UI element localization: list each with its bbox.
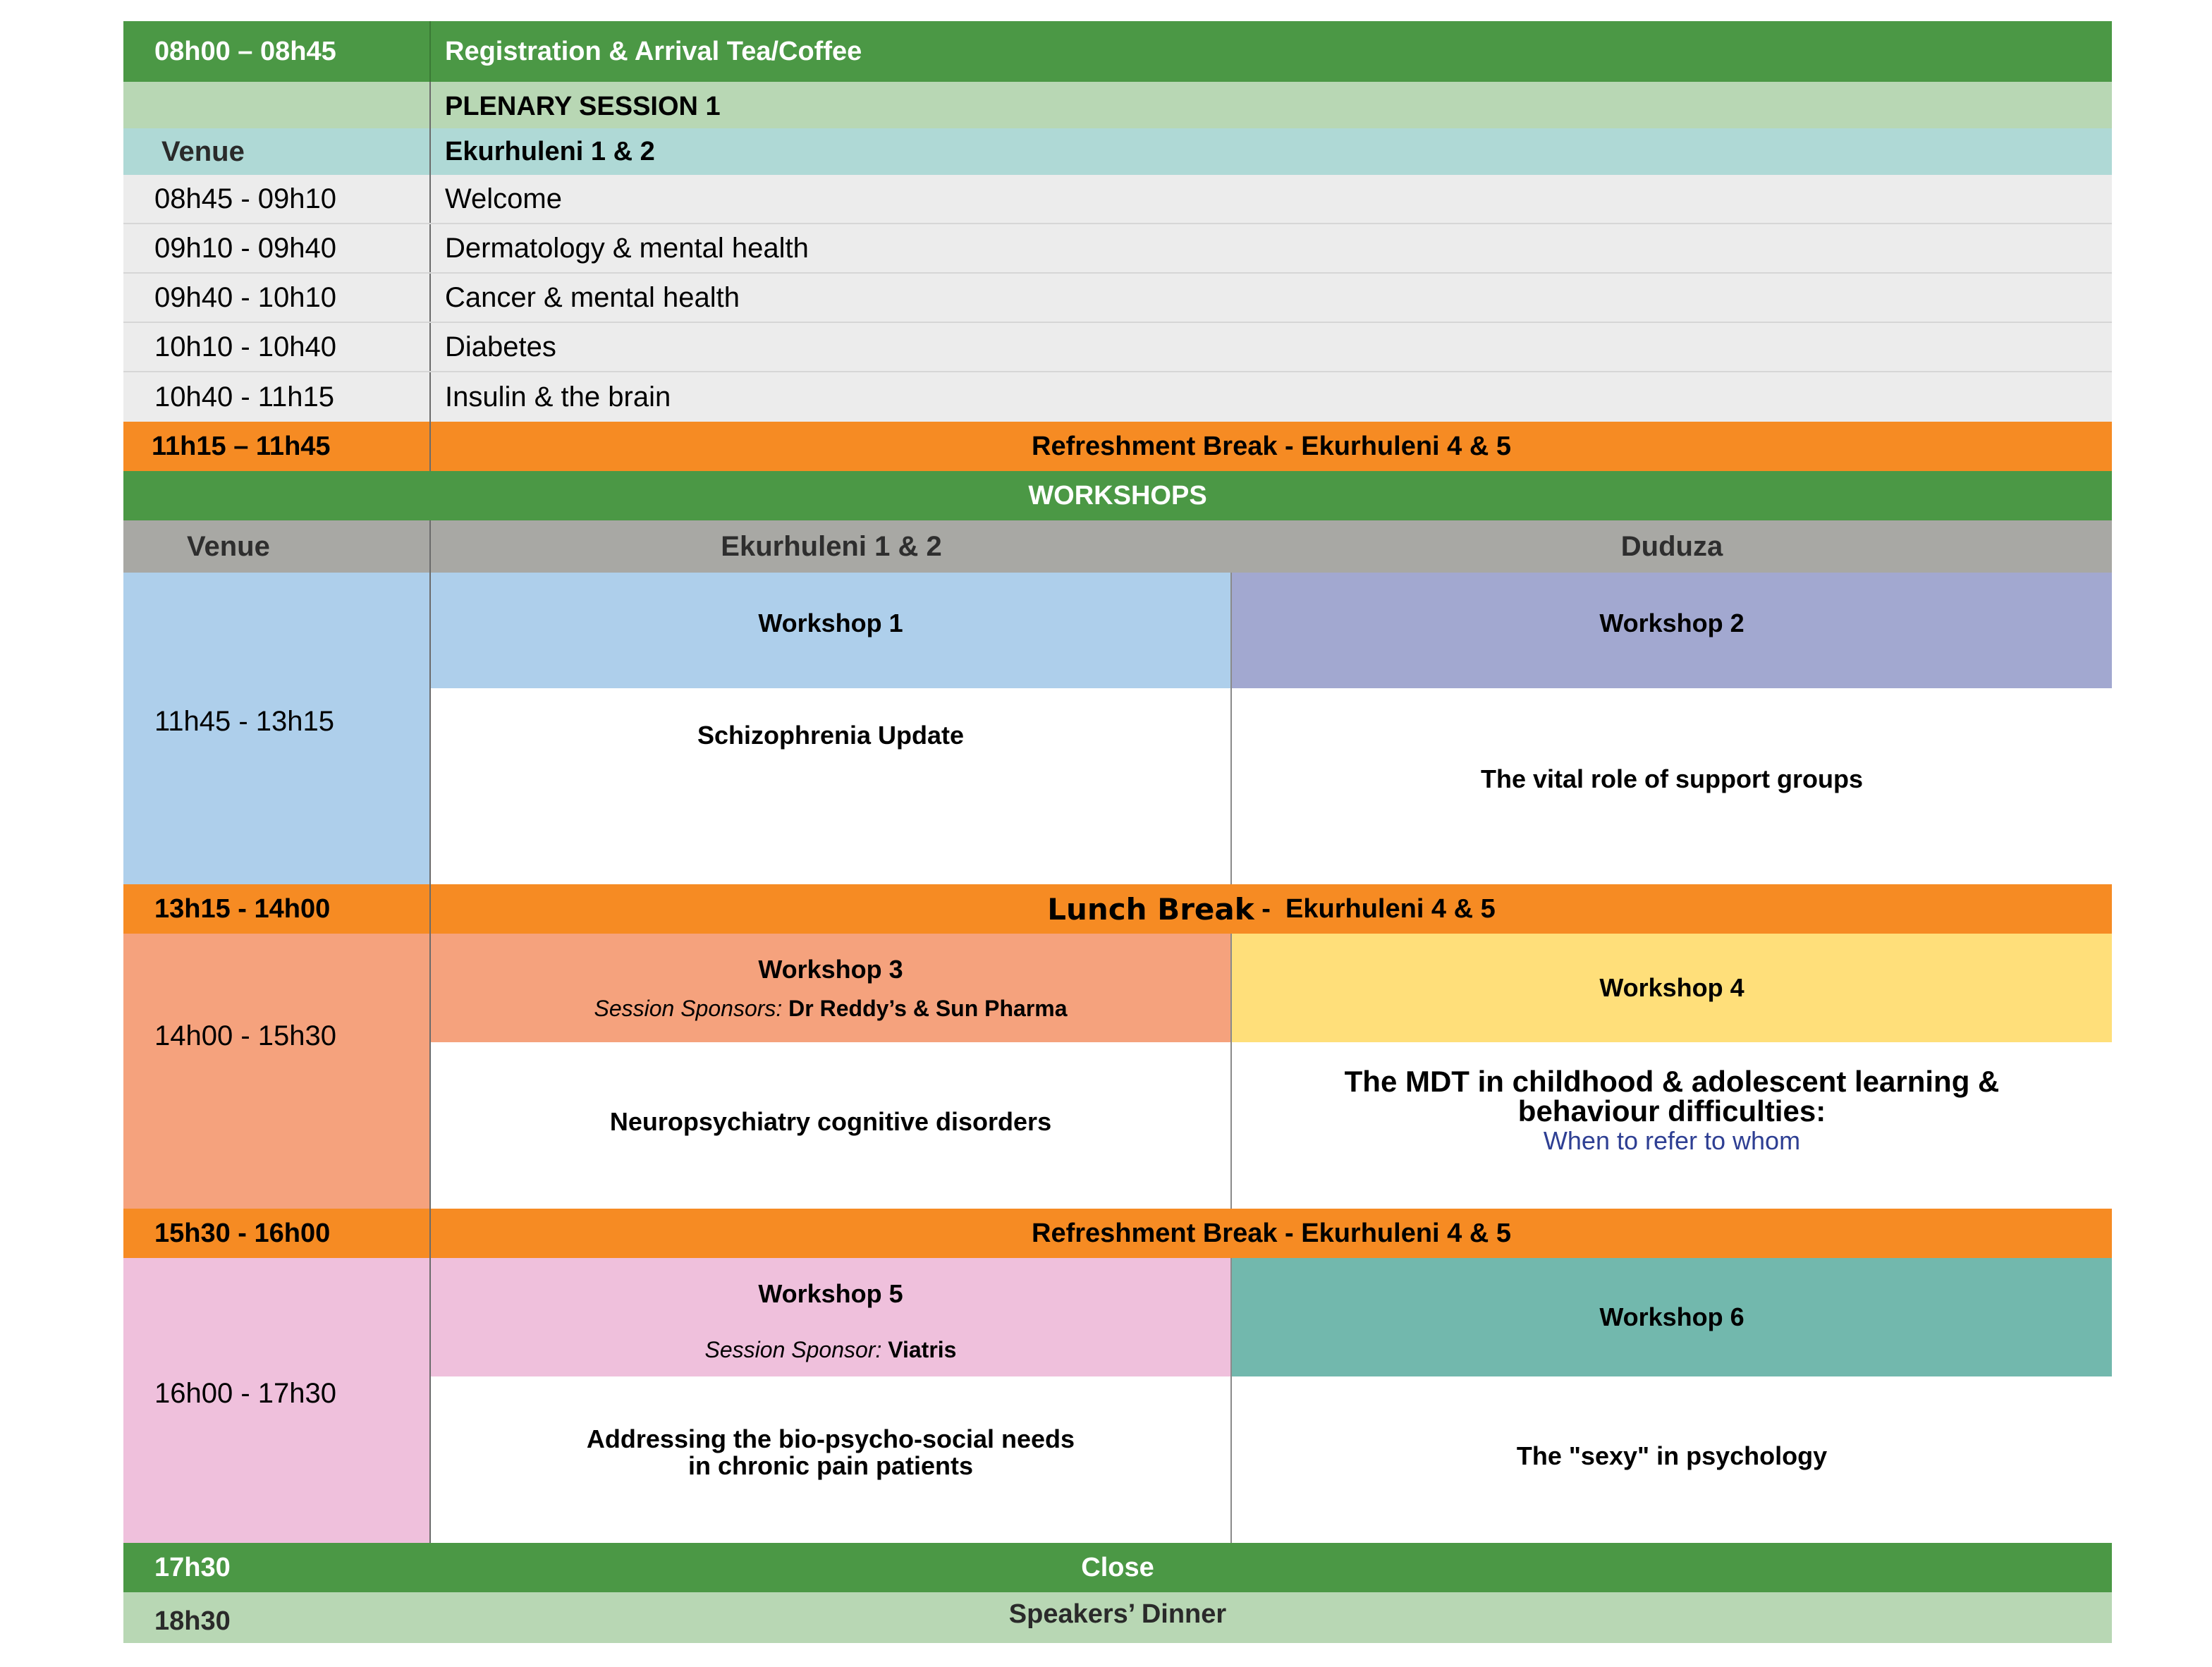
- programme-table: 08h00 – 08h45 Registration & Arrival Tea…: [123, 21, 2112, 1643]
- lunch-label-cell: Lunch Break - Ekurhuleni 4 & 5: [431, 884, 2112, 934]
- close-time: 17h30: [154, 1552, 231, 1582]
- workshop-6-column: Workshop 6 The "sexy" in psychology: [1232, 1258, 2112, 1543]
- break-label: Refreshment Break - Ekurhuleni 4 & 5: [1032, 1218, 1511, 1248]
- plenary-venue-label: Venue: [123, 128, 431, 175]
- lunch-label: Lunch Break: [1047, 891, 1254, 927]
- dinner-time: 18h30: [154, 1606, 231, 1636]
- dinner-row: 18h30 Speakers’ Dinner: [123, 1592, 2112, 1643]
- workshop-3-sponsor: Session Sponsors: Dr Reddy’s & Sun Pharm…: [594, 996, 1067, 1022]
- workshop-4-title-line2: behaviour difficulties:: [1517, 1094, 1826, 1128]
- workshop-2-column: Workshop 2 The vital role of support gro…: [1232, 573, 2112, 884]
- close-row: 17h30 Close: [123, 1543, 2112, 1592]
- plenary-item: 10h40 - 11h15 Insulin & the brain: [123, 372, 2112, 422]
- workshop-3-name: Workshop 3: [758, 954, 903, 984]
- workshop-5-name: Workshop 5: [758, 1278, 903, 1308]
- workshop-block-1: 11h45 - 13h15 Workshop 1 Schizophrenia U…: [123, 573, 2112, 884]
- plenary-item: 10h10 - 10h40 Diabetes: [123, 323, 2112, 372]
- plenary-item-time: 08h45 - 09h10: [123, 175, 431, 223]
- sponsor-name: Viatris: [888, 1336, 957, 1362]
- plenary-item: 08h45 - 09h10 Welcome: [123, 175, 2112, 224]
- workshop-3-header: Workshop 3 Session Sponsors: Dr Reddy’s …: [431, 934, 1230, 1042]
- plenary-item-title: Cancer & mental health: [445, 281, 740, 313]
- plenary-item-title: Insulin & the brain: [445, 381, 671, 413]
- plenary-item: 09h10 - 09h40 Dermatology & mental healt…: [123, 224, 2112, 274]
- workshop-1-header: Workshop 1: [431, 573, 1230, 688]
- registration-time: 08h00 – 08h45: [123, 21, 431, 82]
- plenary-item-time: 10h40 - 11h15: [123, 372, 431, 422]
- workshops-header-row: WORKSHOPS: [123, 471, 2112, 520]
- block2-time: 14h00 - 15h30: [123, 934, 431, 1209]
- workshop-4-title-line1: The MDT in childhood & adolescent learni…: [1344, 1065, 2000, 1098]
- sponsor-label: Session Sponsors:: [594, 995, 783, 1021]
- lunch-time: 13h15 - 14h00: [123, 884, 431, 934]
- workshop-5-sponsor: Session Sponsor: Viatris: [705, 1337, 957, 1363]
- plenary-item-time: 09h40 - 10h10: [123, 274, 431, 322]
- workshops-title: WORKSHOPS: [1028, 480, 1207, 511]
- workshop-5-column: Workshop 5 Session Sponsor: Viatris Addr…: [431, 1258, 1232, 1543]
- refreshment-break-row: 11h15 – 11h45 Refreshment Break - Ekurhu…: [123, 422, 2112, 471]
- workshop-4-header: Workshop 4: [1232, 934, 2112, 1042]
- workshop-6-header: Workshop 6: [1232, 1258, 2112, 1376]
- workshop-venue-label: Venue: [123, 520, 431, 573]
- plenary-item-title: Dermatology & mental health: [445, 232, 809, 264]
- workshop-5-title-line2: in chronic pain patients: [688, 1451, 974, 1480]
- block1-time: 11h45 - 13h15: [123, 573, 431, 884]
- workshop-venue-row: Venue Ekurhuleni 1 & 2 Duduza: [123, 520, 2112, 573]
- plenary-item-title: Welcome: [445, 183, 562, 214]
- workshop-3-title: Neuropsychiatry cognitive disorders: [431, 1042, 1230, 1209]
- lunch-break-row: 13h15 - 14h00 Lunch Break - Ekurhuleni 4…: [123, 884, 2112, 934]
- plenary-item-title: Diabetes: [445, 331, 556, 362]
- workshop-block-3: 16h00 - 17h30 Workshop 5 Session Sponsor…: [123, 1258, 2112, 1543]
- plenary-venue: Ekurhuleni 1 & 2: [445, 136, 655, 166]
- plenary-header-time-cell: [123, 82, 431, 128]
- workshop-1-title: Schizophrenia Update: [431, 688, 1230, 884]
- workshop-block-2: 14h00 - 15h30 Workshop 3 Session Sponsor…: [123, 934, 2112, 1209]
- sponsor-name: Dr Reddy’s & Sun Pharma: [788, 995, 1068, 1021]
- registration-row: 08h00 – 08h45 Registration & Arrival Tea…: [123, 21, 2112, 82]
- workshop-4-column: Workshop 4 The MDT in childhood & adoles…: [1232, 934, 2112, 1209]
- workshop-2-title: The vital role of support groups: [1232, 688, 2112, 884]
- venue-ekurhuleni: Ekurhuleni 1 & 2: [721, 530, 942, 562]
- sponsor-label: Session Sponsor:: [704, 1336, 882, 1362]
- refreshment-break-row: 15h30 - 16h00 Refreshment Break - Ekurhu…: [123, 1209, 2112, 1258]
- workshop-4-body: The MDT in childhood & adolescent learni…: [1232, 1042, 2112, 1209]
- workshop-3-column: Workshop 3 Session Sponsors: Dr Reddy’s …: [431, 934, 1232, 1209]
- break-label: Refreshment Break - Ekurhuleni 4 & 5: [1032, 431, 1511, 461]
- lunch-venue: - Ekurhuleni 4 & 5: [1254, 893, 1496, 924]
- plenary-item: 09h40 - 10h10 Cancer & mental health: [123, 274, 2112, 323]
- venue-duduza: Duduza: [1620, 530, 1723, 562]
- plenary-header-row: PLENARY SESSION 1: [123, 82, 2112, 128]
- workshop-1-column: Workshop 1 Schizophrenia Update: [431, 573, 1232, 884]
- plenary-title: PLENARY SESSION 1: [445, 91, 721, 121]
- workshop-2-header: Workshop 2: [1232, 573, 2112, 688]
- plenary-item-time: 10h10 - 10h40: [123, 323, 431, 371]
- workshop-4-subtitle: When to refer to whom: [1543, 1126, 1801, 1155]
- workshop-5-header: Workshop 5 Session Sponsor: Viatris: [431, 1258, 1230, 1376]
- plenary-venue-row: Venue Ekurhuleni 1 & 2: [123, 128, 2112, 175]
- plenary-item-time: 09h10 - 09h40: [123, 224, 431, 272]
- workshop-5-title-line1: Addressing the bio-psycho-social needs: [586, 1424, 1075, 1453]
- dinner-label: Speakers’ Dinner: [1008, 1599, 1227, 1629]
- registration-label: Registration & Arrival Tea/Coffee: [445, 36, 862, 66]
- workshop-6-title: The "sexy" in psychology: [1232, 1376, 2112, 1543]
- break-time: 15h30 - 16h00: [123, 1209, 431, 1258]
- break-time: 11h15 – 11h45: [123, 422, 431, 471]
- block3-time: 16h00 - 17h30: [123, 1258, 431, 1543]
- workshop-5-body: Addressing the bio-psycho-social needs i…: [431, 1376, 1230, 1543]
